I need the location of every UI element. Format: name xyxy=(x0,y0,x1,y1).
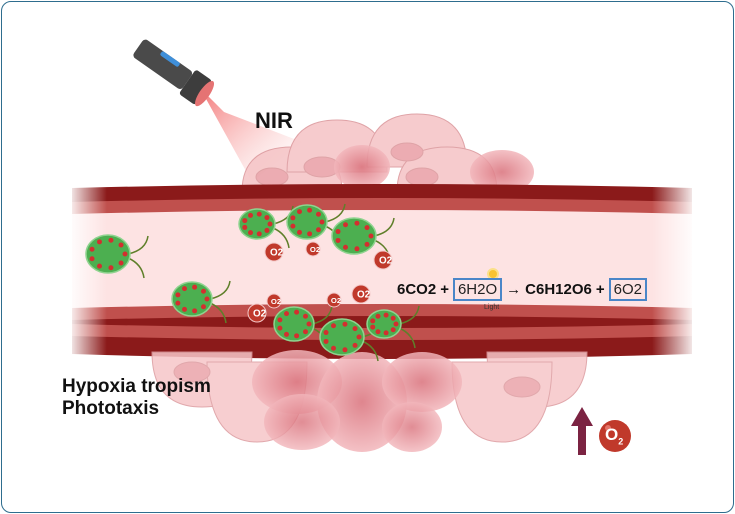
algae-cell xyxy=(85,234,149,279)
o2-bubble: O2 xyxy=(247,303,267,323)
o2-bubble: O2 xyxy=(351,284,371,304)
eq-product-glucose: C6H12O6 xyxy=(525,281,592,298)
o2-bubble: O2 xyxy=(373,250,393,270)
eq-plus: + xyxy=(440,281,449,298)
light-caption: Light xyxy=(484,304,500,311)
o2-bubble: O2 xyxy=(266,293,282,309)
flashlight-icon xyxy=(133,39,215,107)
eq-reactant-co2: 6CO2 xyxy=(397,281,437,298)
algae-cell xyxy=(319,318,383,362)
eq-arrow: → xyxy=(506,281,522,298)
svg-text:O2: O2 xyxy=(310,245,320,254)
lower-tumor-clusters xyxy=(252,350,462,452)
svg-text:O2: O2 xyxy=(271,297,281,306)
hypoxia-tropism-label: Hypoxia tropism xyxy=(62,376,211,397)
algae-cell xyxy=(331,217,395,261)
svg-text:O2: O2 xyxy=(331,296,341,305)
mechanism-labels: Hypoxia tropism Phototaxis xyxy=(62,376,211,420)
upper-tumor-clusters xyxy=(334,145,534,194)
eq-plus: + xyxy=(595,281,605,298)
nir-label: NIR xyxy=(255,108,293,133)
eq-product-o2-boxed: 6O2 xyxy=(608,278,647,301)
phototaxis-label: Phototaxis xyxy=(62,398,160,419)
eq-reactant-h2o-boxed: 6H2O xyxy=(452,278,503,301)
svg-text:O2: O2 xyxy=(270,248,284,259)
upper-tissue-cells xyxy=(241,113,498,193)
svg-text:O2: O2 xyxy=(379,256,393,267)
o2-bubble: O2 xyxy=(264,242,284,262)
svg-text:O2: O2 xyxy=(253,309,267,320)
o2-legend-text: O2 xyxy=(605,425,624,447)
algae-cell xyxy=(238,205,294,249)
algae-cells xyxy=(85,203,420,362)
arrow-up-icon xyxy=(571,407,593,455)
algae-cell xyxy=(286,203,346,247)
algae-cell xyxy=(366,305,420,349)
algae-cell xyxy=(171,280,231,324)
photosynthesis-equation: 6CO2 + 6H2O → C6H12O6 + 6O2 xyxy=(395,278,649,301)
o2-bubble: O2 xyxy=(326,292,342,308)
algae-cell xyxy=(273,305,333,349)
o2-legend-icon xyxy=(599,420,631,452)
svg-text:O2: O2 xyxy=(357,290,371,301)
o2-bubble: O2 xyxy=(305,241,321,257)
